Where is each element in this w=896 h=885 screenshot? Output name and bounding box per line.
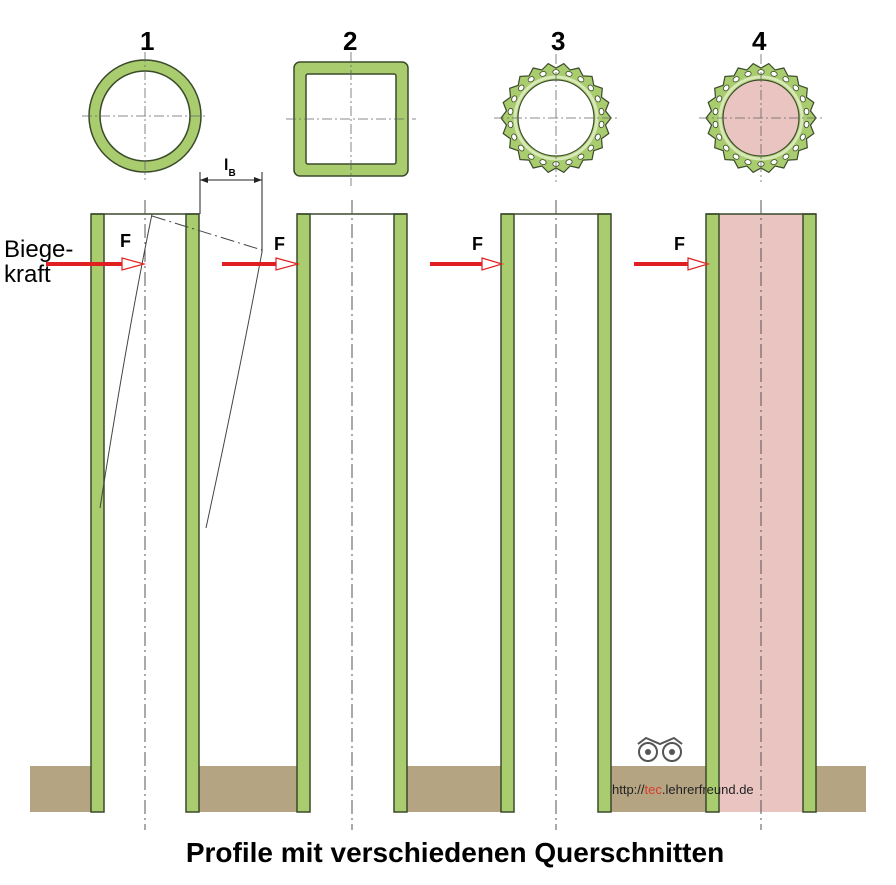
perforation-hole: [770, 71, 778, 77]
bending-force-label-1: Biege-: [4, 236, 73, 263]
perforation-hole: [507, 120, 514, 129]
owl-logo: [637, 736, 683, 762]
bending-force-label-2: kraft: [4, 261, 51, 288]
profile-2: 2: [286, 26, 416, 830]
perforation-hole: [712, 120, 719, 129]
perforation-hole: [770, 159, 778, 165]
perforation-hole: [716, 133, 723, 141]
perforation-hole: [527, 153, 535, 160]
perforation-hole: [744, 159, 752, 165]
perforation-hole: [539, 159, 547, 165]
tube-1-bent-outline-right: [205, 251, 263, 529]
perforation-hole: [518, 84, 525, 92]
perforation-hole: [782, 76, 790, 83]
perforation-hole: [732, 76, 740, 83]
tube-2-wall-left: [296, 213, 311, 813]
perforation-hole: [577, 76, 585, 83]
profile-number-2: 2: [343, 26, 357, 56]
perforation-hole: [527, 76, 535, 83]
tube-3-wall-right: [597, 213, 612, 813]
tube-1-bent-axis: [151, 215, 263, 251]
perforation-hole: [594, 133, 601, 141]
profile-number-3: 3: [551, 26, 565, 56]
perforation-hole: [799, 133, 806, 141]
tube-4-wall-right: [802, 213, 817, 813]
perforation-hole: [723, 144, 730, 152]
tube-3-wall-left: [500, 213, 515, 813]
perforation-hole: [565, 159, 573, 165]
perforation-hole: [587, 144, 594, 152]
force-label-2: F: [274, 234, 285, 254]
tube-1-wall-left: [90, 213, 105, 813]
perforation-hole: [792, 84, 799, 92]
force-label-4: F: [674, 234, 685, 254]
tube-1-bent-outline-left: [99, 213, 153, 509]
perforation-hole: [782, 153, 790, 160]
perforation-hole: [792, 144, 799, 152]
tube-2-wall-right: [393, 213, 408, 813]
perforation-hole: [744, 71, 752, 77]
force-arrow-2: F: [222, 234, 301, 271]
profile-number-1: 1: [140, 26, 154, 56]
tube-4-wall-left: [705, 213, 720, 813]
perforation-hole: [507, 107, 514, 116]
perforation-hole: [732, 153, 740, 160]
perforation-hole: [577, 153, 585, 160]
profile-4: 4: [699, 26, 823, 830]
force-label-3: F: [472, 234, 483, 254]
perforation-hole: [723, 84, 730, 92]
perforation-hole: [712, 107, 719, 116]
perforation-hole: [803, 107, 810, 116]
perforation-hole: [565, 71, 573, 77]
perforation-hole: [803, 120, 810, 129]
perforation-hole: [587, 84, 594, 92]
tube-1-wall-right: [185, 213, 200, 813]
perforation-hole: [598, 107, 605, 116]
force-label-1: F: [120, 231, 131, 251]
figure-caption: Profile mit verschiedenen Querschnitten: [186, 837, 724, 868]
deflection-label: lB: [224, 157, 236, 179]
watermark: http://tec.lehrerfreund.de: [612, 736, 754, 797]
profile-3: 3: [494, 26, 618, 830]
profile-number-4: 4: [752, 26, 767, 56]
perforation-hole: [799, 95, 806, 103]
perforation-hole: [594, 95, 601, 103]
perforation-hole: [518, 144, 525, 152]
profile-1: 1: [82, 26, 263, 830]
perforation-hole: [716, 95, 723, 103]
perforation-hole: [598, 120, 605, 129]
force-arrow-1: F: [46, 231, 147, 271]
perforation-hole: [511, 133, 518, 141]
cross-section-4: [699, 54, 823, 182]
watermark-url: http://tec.lehrerfreund.de: [612, 782, 754, 797]
perforation-hole: [511, 95, 518, 103]
perforation-hole: [539, 71, 547, 77]
cross-section-3: [494, 54, 618, 182]
force-arrow-3: F: [430, 234, 505, 271]
deflection-dimension: lB: [199, 157, 263, 252]
force-arrow-4: F: [634, 234, 711, 271]
